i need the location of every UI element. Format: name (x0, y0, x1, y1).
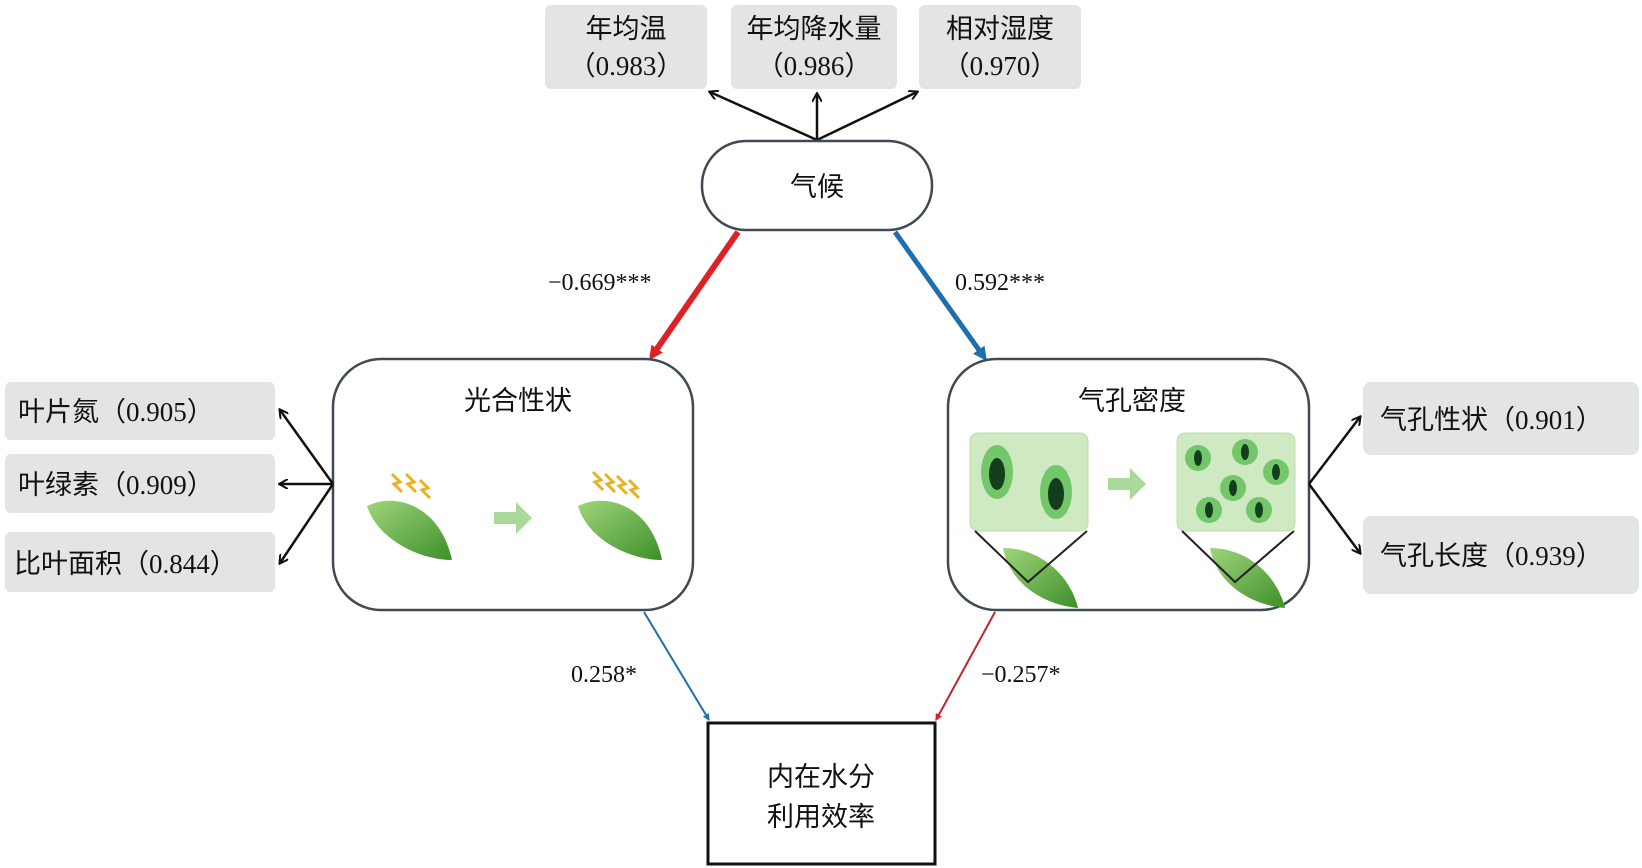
arrow-right-icon (1108, 468, 1146, 500)
path-stomata-to-outcome (935, 611, 996, 721)
stomata-label: 气孔密度 (1078, 386, 1186, 416)
high-stomata-density-icon (1176, 432, 1296, 608)
stomata-node: 气孔密度 (946, 357, 1311, 612)
indicator-text: 气孔长度（0.939） (1380, 541, 1603, 571)
outcome-label-line2: 利用效率 (767, 802, 875, 832)
indicator-stomatal-length: 气孔长度（0.939） (1363, 516, 1639, 594)
indicator-annual-temperature: 年均温 （0.983） (545, 5, 707, 89)
coef-photosynthesis-to-outcome: 0.258* (571, 662, 637, 688)
climate-node: 气候 (700, 139, 934, 232)
outcome-node-intrinsic-water-use-efficiency: 内在水分 利用效率 (706, 721, 937, 866)
indicator-annual-precipitation: 年均降水量 （0.986） (731, 5, 897, 89)
path-photosynthesis-to-outcome (643, 611, 710, 721)
indicator-relative-humidity: 相对湿度 （0.970） (919, 5, 1081, 89)
photosynthesis-label: 光合性状 (464, 386, 572, 416)
indicator-text: 叶绿素（0.909） (18, 470, 214, 500)
leaf-with-light-icon (367, 472, 452, 560)
path-climate-to-photosynthesis (649, 230, 741, 361)
stomata-indicator-arrows (1307, 417, 1360, 553)
indicator-loading: （0.983） (569, 51, 684, 81)
coef-climate-to-stomata: 0.592*** (955, 270, 1045, 296)
path-climate-to-stomata (892, 230, 987, 362)
indicator-text: 比叶面积（0.844） (14, 549, 237, 579)
leaf-with-more-light-icon (578, 470, 662, 560)
outcome-label-line1: 内在水分 (767, 762, 875, 792)
indicator-loading: （0.986） (757, 51, 872, 81)
low-stomata-density-icon (969, 432, 1089, 608)
indicator-name: 年均降水量 (747, 14, 882, 44)
indicator-name: 相对湿度 (946, 14, 1054, 44)
coef-climate-to-photosynthesis: −0.669*** (548, 270, 652, 296)
climate-label: 气候 (790, 172, 844, 202)
climate-indicator-arrows (710, 92, 917, 142)
indicator-text: 叶片氮（0.905） (18, 397, 214, 427)
indicator-loading: （0.970） (943, 51, 1058, 81)
indicator-name: 年均温 (586, 14, 667, 44)
indicator-specific-leaf-area: 比叶面积（0.844） (5, 532, 275, 592)
indicator-chlorophyll: 叶绿素（0.909） (5, 454, 275, 513)
photosynthesis-indicator-arrows (280, 410, 335, 563)
coef-stomata-to-outcome: −0.257* (981, 662, 1061, 688)
arrow-right-icon (494, 502, 532, 534)
photosynthesis-node: 光合性状 (331, 357, 695, 612)
indicator-stomatal-traits: 气孔性状（0.901） (1363, 382, 1639, 455)
indicator-leaf-nitrogen: 叶片氮（0.905） (5, 382, 275, 440)
indicator-text: 气孔性状（0.901） (1380, 405, 1603, 435)
